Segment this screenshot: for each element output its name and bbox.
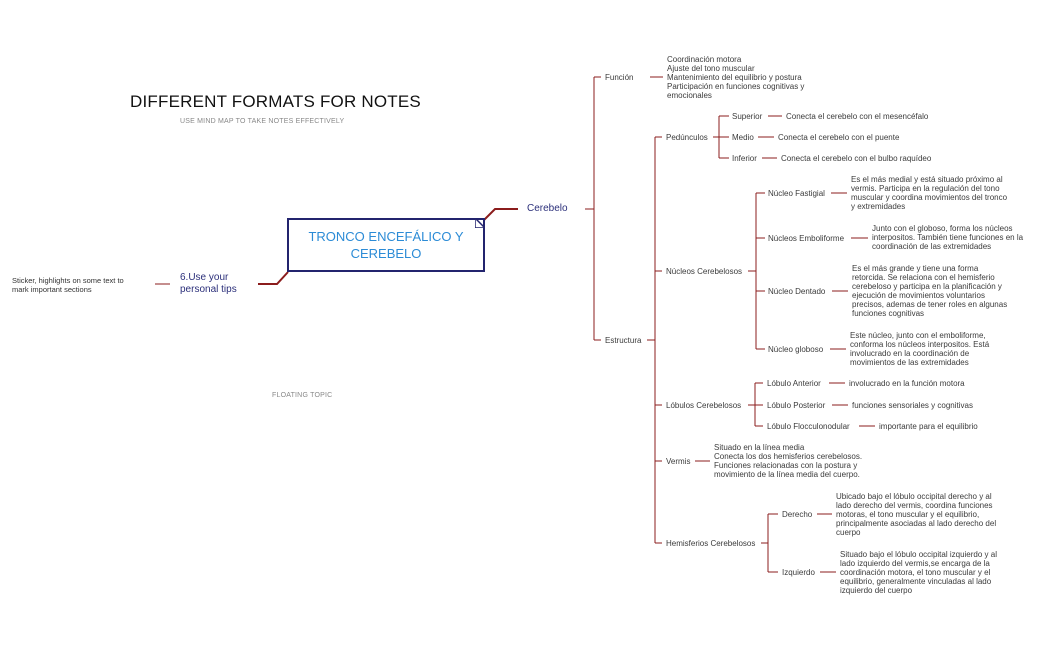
topic-lobulo-anterior[interactable]: Lóbulo Anterior [767, 379, 821, 388]
izquierdo-text[interactable]: Situado bajo el lóbulo occipital izquier… [840, 550, 997, 595]
funcion-text[interactable]: Coordinación motora Ajuste del tono musc… [667, 55, 805, 100]
vermis-text[interactable]: Situado en la línea media Conecta los do… [714, 443, 863, 479]
connector-central-tip [258, 271, 289, 285]
derecho-text[interactable]: Ubicado bajo el lóbulo occipital derecho… [836, 492, 997, 537]
topic-personal-tips[interactable]: 6.Use your personal tips [180, 272, 237, 295]
topic-superior[interactable]: Superior [732, 112, 763, 121]
central-topic[interactable]: TRONCO ENCEFÁLICO Y CEREBELO [287, 218, 485, 272]
dentado-text[interactable]: Es el más grande y tiene una forma retor… [852, 264, 1008, 318]
topic-pedunculos[interactable]: Pedúnculos [666, 133, 708, 142]
topic-nucleo-dentado[interactable]: Núcleo Dentado [768, 287, 826, 296]
topic-funcion[interactable]: Función [605, 73, 634, 82]
topic-nucleos-emboliforme[interactable]: Núcleos Emboliforme [768, 234, 845, 243]
topic-lobulo-posterior[interactable]: Lóbulo Posterior [767, 401, 826, 410]
topic-vermis[interactable]: Vermis [666, 457, 691, 466]
note-fold-icon [475, 218, 485, 228]
topic-hemisferios-cerebelosos[interactable]: Hemisferios Cerebelosos [666, 539, 756, 548]
posterior-text[interactable]: funciones sensoriales y cognitivas [852, 401, 973, 410]
topic-derecho[interactable]: Derecho [782, 510, 813, 519]
topic-izquierdo[interactable]: Izquierdo [782, 568, 815, 577]
anterior-text[interactable]: involucrado en la función motora [849, 379, 965, 388]
page-title: DIFFERENT FORMATS FOR NOTES [130, 92, 421, 111]
medio-text[interactable]: Conecta el cerebelo con el puente [778, 133, 900, 142]
topic-inferior[interactable]: Inferior [732, 154, 757, 163]
topic-estructura[interactable]: Estructura [605, 336, 642, 345]
flocculo-text[interactable]: importante para el equilibrio [879, 422, 978, 431]
topic-sticker-note[interactable]: Sticker, highlights on some text to mark… [12, 276, 124, 294]
globoso-text[interactable]: Este núcleo, junto con el emboliforme, c… [850, 331, 990, 367]
topic-medio[interactable]: Medio [732, 133, 754, 142]
topic-nucleo-fastigial[interactable]: Núcleo Fastigial [768, 189, 825, 198]
floating-topic[interactable]: FLOATING TOPIC [272, 392, 333, 399]
topic-lobulos-cerebelosos[interactable]: Lóbulos Cerebelosos [666, 401, 742, 410]
topic-lobulo-flocculonodular[interactable]: Lóbulo Flocculonodular [767, 422, 850, 431]
page-subtitle: USE MIND MAP TO TAKE NOTES EFFECTIVELY [180, 118, 345, 125]
fastigial-text[interactable]: Es el más medial y está situado próximo … [851, 175, 1008, 211]
topic-nucleo-globoso[interactable]: Núcleo globoso [768, 345, 824, 354]
emboliforme-text[interactable]: Junto con el globoso, forma los núcleos … [872, 224, 1024, 251]
topic-cerebelo[interactable]: Cerebelo [527, 203, 568, 214]
topic-nucleos-cerebelosos[interactable]: Núcleos Cerebelosos [666, 267, 743, 276]
superior-text[interactable]: Conecta el cerebelo con el mesencéfalo [786, 112, 929, 121]
inferior-text[interactable]: Conecta el cerebelo con el bulbo raquíde… [781, 154, 932, 163]
